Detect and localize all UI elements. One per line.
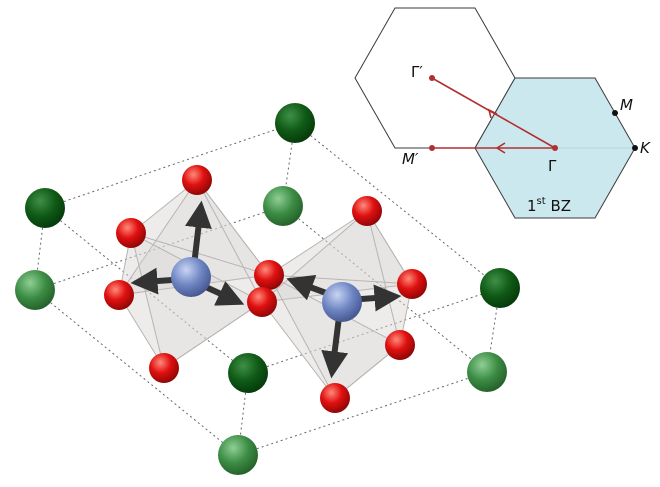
path-arrow bbox=[495, 142, 506, 154]
label-m: M bbox=[620, 96, 633, 114]
label-gamma-prime: Γ′ bbox=[411, 63, 423, 81]
dark-green-atom bbox=[228, 353, 268, 393]
label-first-bz-number: 1 bbox=[527, 197, 537, 215]
gamma-prime-point bbox=[429, 75, 435, 81]
label-first-bz-text: BZ bbox=[546, 197, 571, 215]
gamma-point bbox=[552, 145, 558, 151]
label-k: K bbox=[640, 139, 651, 157]
red-atom bbox=[397, 269, 427, 299]
light-green-atom bbox=[218, 435, 258, 475]
red-atom bbox=[352, 196, 382, 226]
light-green-atom bbox=[15, 270, 55, 310]
red-atom bbox=[116, 218, 146, 248]
label-first-bz-superscript: st bbox=[537, 196, 546, 207]
label-gamma: Γ bbox=[548, 157, 557, 175]
red-atom bbox=[385, 330, 415, 360]
red-atom bbox=[104, 280, 134, 310]
path-arrow bbox=[487, 108, 498, 119]
atoms bbox=[15, 103, 520, 475]
red-atom bbox=[254, 260, 284, 290]
dark-green-atom bbox=[480, 268, 520, 308]
brillouin-zone-inset: Γ′ Γ M′ M K 1st BZ bbox=[354, 7, 651, 219]
light-green-atom bbox=[263, 186, 303, 226]
label-first-bz: 1st BZ bbox=[527, 196, 571, 215]
dark-green-atom bbox=[275, 103, 315, 143]
red-atom bbox=[247, 287, 277, 317]
dark-green-atom bbox=[25, 188, 65, 228]
m-point bbox=[612, 110, 618, 116]
k-point bbox=[632, 145, 638, 151]
light-green-atom bbox=[467, 352, 507, 392]
m-prime-point bbox=[429, 145, 435, 151]
red-atom bbox=[182, 165, 212, 195]
blue-atom bbox=[322, 282, 362, 322]
label-m-prime: M′ bbox=[402, 150, 419, 168]
red-atom bbox=[320, 383, 350, 413]
red-atom bbox=[149, 353, 179, 383]
blue-atom bbox=[171, 257, 211, 297]
